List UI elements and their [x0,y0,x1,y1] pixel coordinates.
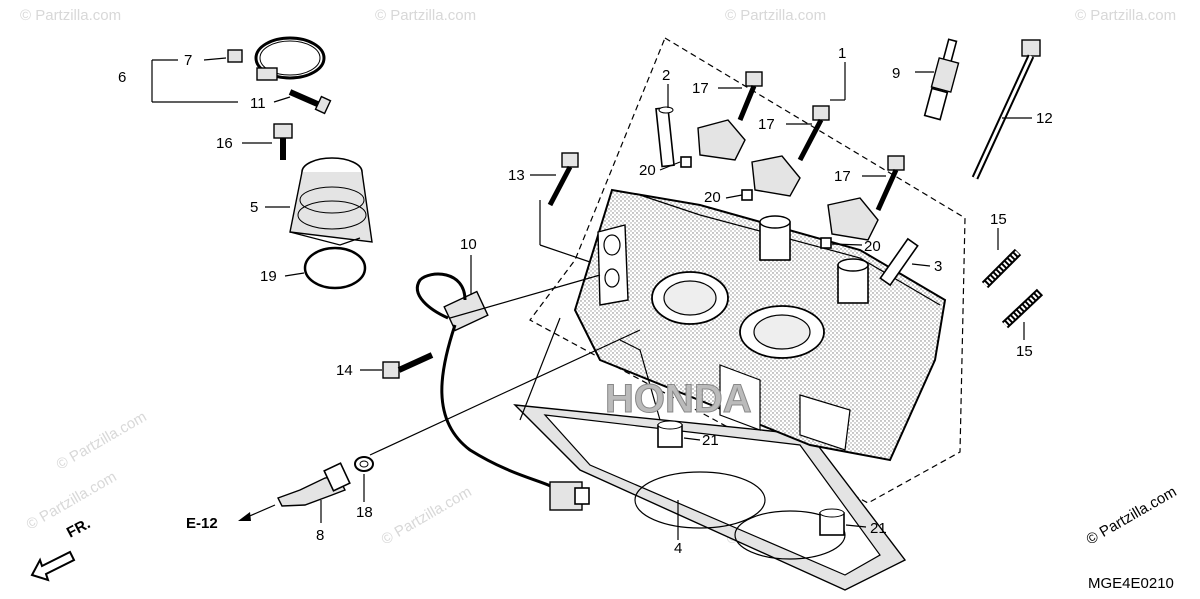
callout-9: 9 [892,65,900,82]
diagram-code: MGE4E0210 [1088,575,1174,592]
callout-5: 5 [250,199,258,216]
dowel-21a [657,420,683,448]
callout-13: 13 [508,167,525,184]
dowel-20a [680,156,692,168]
callout-12: 12 [1036,110,1053,127]
callout-7: 7 [184,52,192,69]
watermark: © Partzilla.com [375,7,476,24]
front-direction-arrow [30,550,76,582]
screw-11 [288,89,332,115]
leader-lines [151,57,1032,540]
screw-16 [273,123,293,160]
callout-10: 10 [460,236,477,253]
bolt-17a [737,71,763,121]
callout-1: 1 [838,45,846,62]
sensor-8 [277,462,351,507]
callout-20a: 20 [639,162,656,179]
callout-20c: 20 [864,238,881,255]
watermark: © Partzilla.com [379,483,475,548]
stud-15a [981,248,1022,289]
spark-plug-9 [923,38,960,121]
callout-11: 11 [250,95,266,112]
copyright-text: © Partzilla.com [1084,483,1180,548]
bolt-17b [797,105,830,162]
callouts: 1 2 3 4 5 6 7 8 9 10 11 12 13 14 15 15 1… [118,45,1053,557]
svg-text:HONDA: HONDA [605,377,752,421]
callout-17c: 17 [834,168,851,185]
stud-bolt-12 [971,39,1041,180]
oil-pipe-3 [879,237,919,287]
watermark: © Partzilla.com [725,7,826,24]
watermark: © Partzilla.com [20,7,121,24]
bolt-13 [547,152,579,207]
callout-17a: 17 [692,80,709,97]
dowel-20b [741,189,753,201]
nut-7 [227,49,243,63]
callout-8: 8 [316,527,324,544]
insulator-5 [289,157,373,246]
watermark: © Partzilla.com [54,408,150,473]
callout-4: 4 [674,540,682,557]
callout-16: 16 [216,135,233,152]
clamp-band-6 [254,36,326,81]
direction-label: FR. [64,515,93,541]
o-ring-19 [303,246,367,290]
e12-arrow [238,504,276,521]
callout-17b: 17 [758,116,775,133]
stud-15b [1001,288,1044,329]
watermark: © Partzilla.com [1075,7,1176,24]
bolt-14 [382,352,434,379]
callout-18: 18 [356,504,373,521]
gasket-illustration [513,404,907,591]
callout-20b: 20 [704,189,721,206]
callout-19: 19 [260,268,277,285]
callout-15b: 15 [1016,343,1033,360]
sensor-10 [416,272,590,511]
callout-15a: 15 [990,211,1007,228]
dowel-21b [819,508,845,536]
cylinder-head-illustration: HONDA [573,188,947,462]
oil-pipe-2 [655,106,675,168]
callout-21a: 21 [702,432,719,449]
callout-6: 6 [118,69,126,86]
dowel-20c [820,237,832,249]
rocker-holders [697,119,879,241]
bolt-17c [875,155,905,212]
ref-label-e12: E-12 [186,515,218,532]
callout-2: 2 [662,67,670,84]
callout-21b: 21 [870,520,887,537]
callout-14: 14 [336,362,353,379]
callout-3: 3 [934,258,942,275]
